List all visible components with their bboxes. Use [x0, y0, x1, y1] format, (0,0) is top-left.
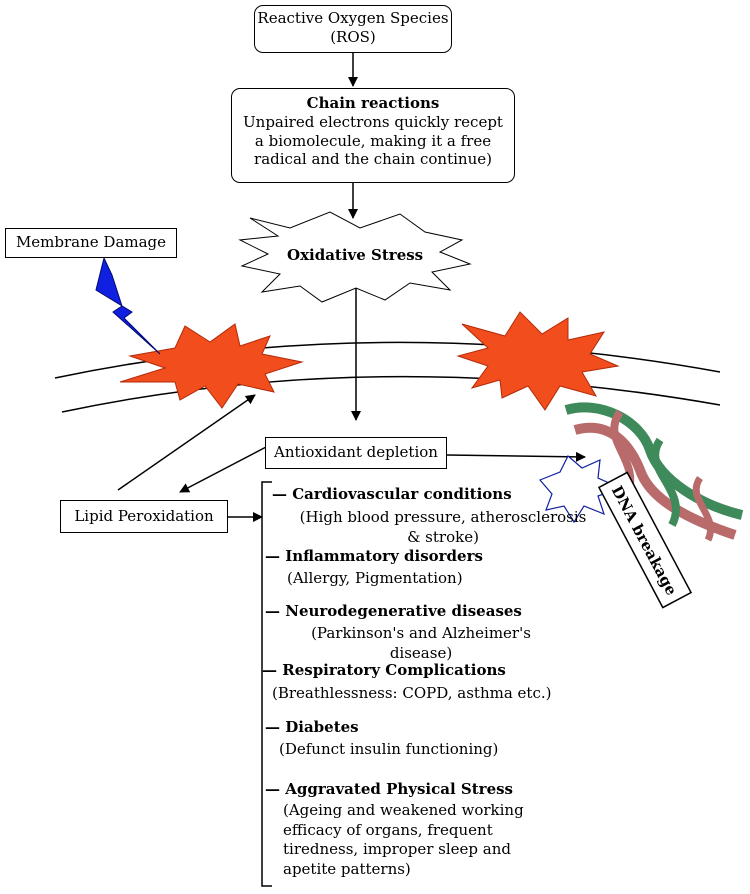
membrane-damage-box: Membrane Damage [5, 228, 177, 258]
membrane-burst-left [119, 323, 304, 409]
chain-line-1: Unpaired electrons quickly recept [243, 112, 503, 131]
chain-line-3: radical and the chain continue) [254, 150, 492, 169]
oxidative-stress-burst [238, 211, 472, 303]
condition-desc: (Ageing and weakened working efficacy of… [283, 801, 524, 878]
arrow-lipid-to-membrane [117, 394, 256, 491]
antioxidant-depletion-label: Antioxidant depletion [274, 443, 438, 461]
chain-line-2: a biomolecule, making it a free [254, 131, 492, 150]
condition-title: — Respiratory Complications [262, 661, 506, 679]
condition-item: — Diabetes [265, 717, 359, 736]
condition-title: — Inflammatory disorders [265, 547, 483, 565]
dna-breakage-burst [538, 455, 622, 524]
membrane-damage-label: Membrane Damage [15, 233, 167, 251]
lightning-bolt-icon [95, 256, 161, 355]
condition-item: — Respiratory Complications [262, 660, 506, 679]
antioxidant-depletion-box: Antioxidant depletion [265, 437, 447, 469]
condition-desc: (Breathlessness: COPD, asthma etc.) [272, 684, 552, 702]
dna-breakage-label-box: DNA breakage [597, 471, 693, 609]
condition-item: — Inflammatory disorders [265, 546, 483, 565]
condition-desc: (High blood pressure, atherosclerosis & … [299, 508, 587, 546]
chain-reactions-box: Chain reactions Unpaired electrons quick… [231, 88, 515, 183]
membrane-inner-line [61, 375, 721, 413]
arrow-depletion-to-lipid [179, 445, 269, 493]
condition-item: — Aggravated Physical Stress [265, 779, 513, 798]
condition-title: — Aggravated Physical Stress [265, 780, 514, 798]
condition-item: — Neurodegenerative diseases [265, 601, 522, 620]
condition-desc: (Defunct insulin functioning) [279, 740, 499, 758]
condition-title: — Neurodegenerative diseases [265, 602, 522, 620]
dna-helix-icon [564, 402, 744, 542]
ros-box: Reactive Oxygen Species (ROS) [254, 5, 452, 53]
condition-title: — Cardiovascular conditions [272, 485, 512, 503]
membrane-burst-right [456, 311, 620, 411]
ros-abbrev: (ROS) [330, 27, 376, 46]
lipid-peroxidation-box: Lipid Peroxidation [60, 500, 228, 533]
condition-desc: (Parkinson's and Alzheimer's disease) [311, 624, 531, 662]
condition-item: — Cardiovascular conditions [272, 484, 512, 503]
condition-desc: (Allergy, Pigmentation) [287, 569, 463, 587]
oxidative-stress-label: Oxidative Stress [287, 246, 424, 264]
chain-reactions-title: Chain reactions [306, 94, 440, 112]
condition-title: — Diabetes [265, 718, 359, 736]
arrow-depletion-to-dna [446, 451, 586, 462]
ros-title: Reactive Oxygen Species [257, 9, 449, 27]
list-bracket [261, 481, 272, 887]
lipid-peroxidation-label: Lipid Peroxidation [74, 507, 214, 525]
